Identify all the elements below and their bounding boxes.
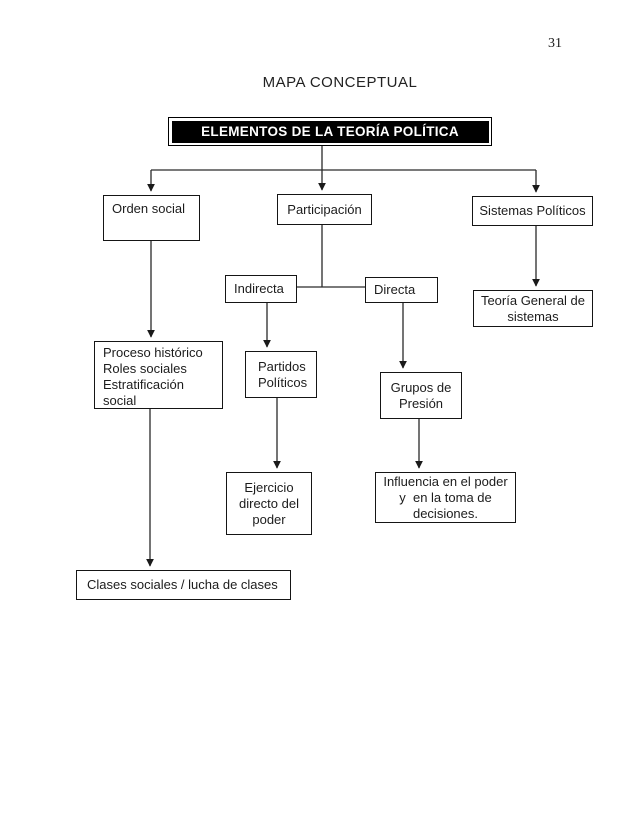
page-title: MAPA CONCEPTUAL bbox=[262, 74, 418, 91]
page-number: 31 bbox=[548, 36, 562, 51]
node-root-elementos: ELEMENTOS DE LA TEORÍA POLÍTICA bbox=[168, 117, 492, 146]
node-teoria-general-sistemas: Teoría General de sistemas bbox=[473, 290, 593, 327]
node-orden-social: Orden social bbox=[103, 195, 200, 241]
node-ejercicio-directo-poder: Ejercicio directo del poder bbox=[226, 472, 312, 535]
node-grupos-presion: Grupos de Presión bbox=[380, 372, 462, 419]
node-directa: Directa bbox=[365, 277, 438, 303]
node-influencia-poder-decisiones: Influencia en el poder y en la toma de d… bbox=[375, 472, 516, 523]
node-participacion: Participación bbox=[277, 194, 372, 225]
root-label: ELEMENTOS DE LA TEORÍA POLÍTICA bbox=[171, 120, 489, 143]
node-indirecta: Indirecta bbox=[225, 275, 297, 303]
node-clases-sociales: Clases sociales / lucha de clases bbox=[76, 570, 291, 600]
node-proceso-historico: Proceso histórico Roles sociales Estrati… bbox=[94, 341, 223, 409]
node-sistemas-politicos: Sistemas Políticos bbox=[472, 196, 593, 226]
node-partidos-politicos: Partidos Políticos bbox=[245, 351, 317, 398]
